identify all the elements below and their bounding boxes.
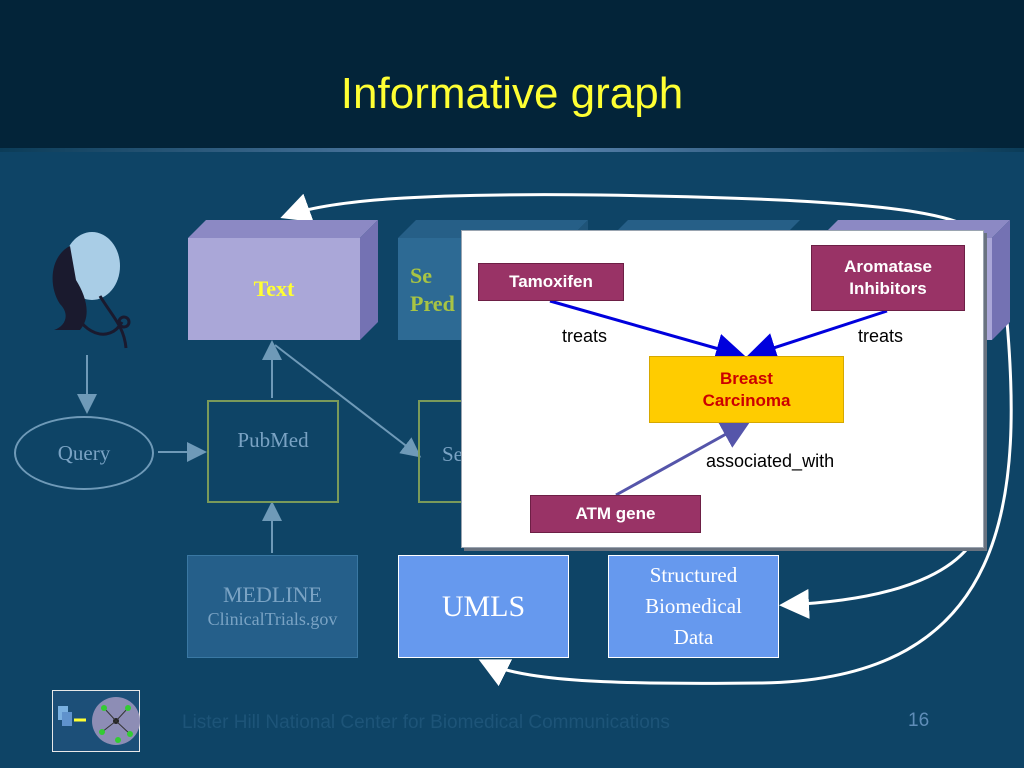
edge-tamoxifen-breast [549,299,746,363]
edge-label-treats-left: treats [562,326,608,346]
graph-edges [549,299,888,497]
clinicaltrials-label: ClinicalTrials.gov [207,609,338,629]
lister-hill-logo [52,690,140,752]
arrow-graph-umls [478,299,1013,687]
slide-header [0,0,1024,150]
pubmed-box: PubMed [207,400,339,503]
arrow-text-semrep [274,344,422,458]
node-atm-gene: ATM gene [530,495,701,533]
structured-data-box: Structured Biomedical Data [608,555,779,658]
text-box-3d [188,220,378,340]
edge-aromatase-breast [746,309,888,362]
node-aromatase-inhibitors: Aromatase Inhibitors [811,245,965,311]
node-tamoxifen: Tamoxifen [478,263,624,301]
informative-graph-popup: Tamoxifen Aromatase Inhibitors Breast Ca… [461,230,984,548]
query-node: Query [14,416,154,490]
header-divider [0,148,1024,152]
footer-text: Lister Hill National Center for Biomedic… [182,712,670,733]
medline-label: MEDLINE [223,582,322,607]
umls-box: UMLS [398,555,569,658]
node-breast-carcinoma: Breast Carcinoma [649,356,844,423]
page-number: 16 [908,710,930,731]
doctor-icon [52,232,131,349]
edge-label-treats-right: treats [858,326,904,346]
semantic-predications-label: Se Pred [410,263,455,316]
edge-atm-breast [615,420,752,497]
medline-box: MEDLINE ClinicalTrials.gov [187,555,358,658]
slide-title: Informative graph [340,69,684,118]
text-box-label: Text [253,276,295,301]
semrep-box: Se [418,400,478,503]
edge-label-associated-with: associated_with [706,451,835,471]
